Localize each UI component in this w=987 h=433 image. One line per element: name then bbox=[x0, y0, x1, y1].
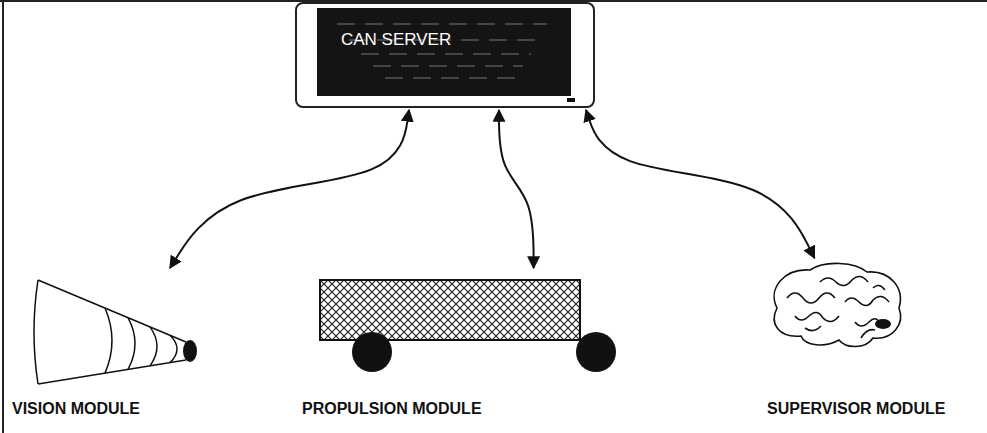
module-label: SUPERVISOR MODULE bbox=[767, 400, 945, 418]
frame-line bbox=[2, 0, 4, 433]
vehicle-body bbox=[320, 280, 580, 340]
module-label: PROPULSION MODULE bbox=[302, 400, 482, 418]
module-label: VISION MODULE bbox=[12, 400, 140, 418]
cerebellum bbox=[875, 319, 891, 329]
sensor-cone bbox=[34, 280, 186, 384]
illustration bbox=[765, 258, 915, 358]
screen-streak bbox=[385, 77, 515, 79]
wheel bbox=[352, 332, 392, 372]
propulsion-module: PROPULSION MODULE bbox=[300, 268, 620, 418]
connector-arrow bbox=[499, 110, 534, 268]
power-led bbox=[567, 98, 575, 102]
illustration bbox=[10, 268, 210, 398]
vision-module: VISION MODULE bbox=[10, 268, 210, 418]
supervisor-module: SUPERVISOR MODULE bbox=[765, 258, 980, 418]
screen bbox=[317, 8, 571, 96]
wheel bbox=[576, 332, 616, 372]
brain-icon bbox=[774, 263, 900, 346]
connector-arrow bbox=[586, 110, 814, 258]
screen-streak bbox=[361, 53, 531, 55]
illustration bbox=[300, 268, 620, 383]
screen-streak bbox=[337, 23, 547, 25]
sensor-lens bbox=[183, 340, 197, 362]
screen-streak bbox=[373, 65, 523, 67]
screen-label: CAN SERVER bbox=[341, 30, 451, 50]
server-monitor: CAN SERVER bbox=[295, 2, 595, 108]
connector-arrow bbox=[170, 110, 409, 268]
illustration bbox=[297, 4, 593, 106]
